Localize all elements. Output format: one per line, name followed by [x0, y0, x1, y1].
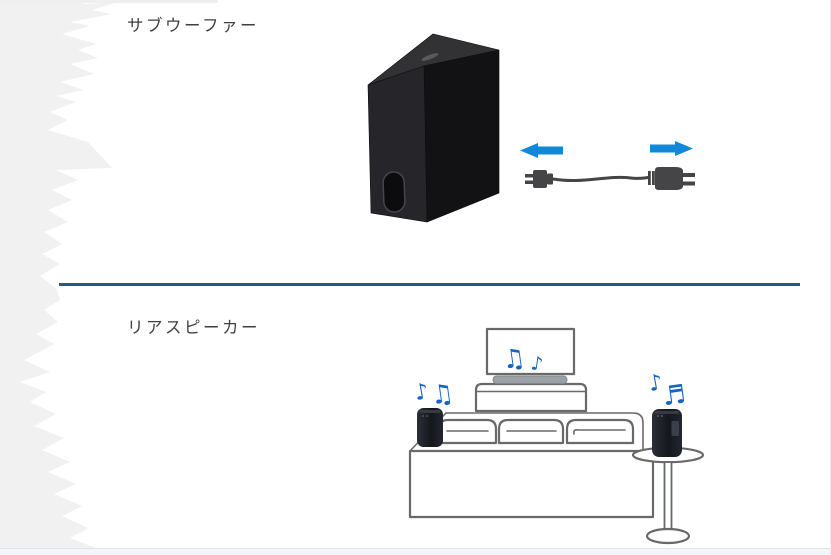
rear-speaker-label: リアスピーカー: [127, 319, 260, 337]
tv-icon: [485, 327, 576, 384]
living-room-illustration: ♫ ♪: [408, 327, 705, 545]
plug-prong-icon: [683, 173, 695, 177]
right-rear-speaker-icon: [652, 409, 682, 457]
subwoofer-bass-port-icon: [382, 171, 406, 213]
music-note-icon: ♫: [500, 343, 527, 376]
torn-edge-decoration: [0, 0, 118, 555]
power-cable-illustration: [520, 141, 695, 190]
power-cord-icon: [525, 167, 695, 190]
top-edge-line: [0, 0, 218, 3]
tv-stand-icon: [474, 382, 588, 413]
sofa-icon: [408, 412, 655, 519]
music-note-icon: ♪: [529, 352, 544, 375]
subwoofer-label: サブウーファー: [127, 17, 260, 35]
arrow-right-icon: [650, 141, 693, 156]
subwoofer-logo-mark: [421, 53, 439, 61]
music-note-icon: ♬: [661, 380, 688, 413]
section-divider: [59, 283, 800, 286]
left-speaker-music-notes: ♪ ♫: [413, 379, 456, 412]
right-speaker-music-notes: ♪ ♬: [647, 370, 688, 412]
subwoofer-3d-icon: [367, 33, 500, 223]
tv-music-notes: ♫ ♪: [500, 343, 544, 376]
arrow-left-icon: [520, 143, 563, 158]
music-note-icon: ♪: [647, 370, 665, 397]
music-note-icon: ♪: [413, 379, 431, 406]
music-note-icon: ♫: [429, 379, 456, 412]
bottom-edge-strip: [0, 548, 830, 555]
left-rear-speaker-icon: [417, 408, 443, 447]
plug-prong-icon: [683, 181, 695, 186]
subwoofer-illustration: [367, 33, 500, 223]
